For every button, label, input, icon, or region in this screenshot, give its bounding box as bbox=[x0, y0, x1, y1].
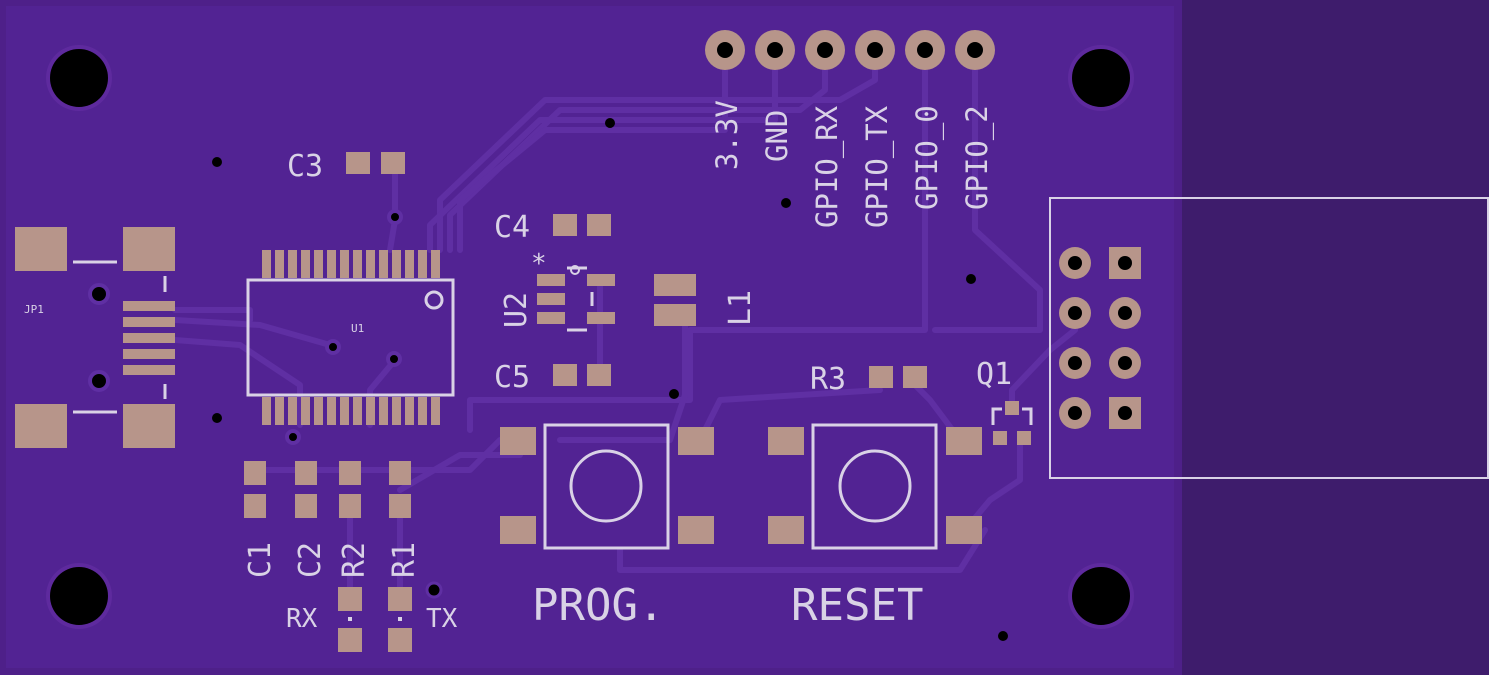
header-pin-labels: 3.3V GND GPIO_RX GPIO_TX GPIO_0 GPIO_2 bbox=[710, 100, 995, 228]
header-pin-label: GPIO_TX bbox=[860, 105, 895, 228]
ground-pour bbox=[6, 6, 1174, 668]
usb-connector-jp1: JP1 bbox=[15, 227, 175, 448]
label-c5: C5 bbox=[494, 360, 530, 395]
label-q1: Q1 bbox=[976, 357, 1012, 392]
label-prog: PROG. bbox=[532, 580, 664, 631]
label-jp1: JP1 bbox=[24, 303, 44, 316]
resistor-r3: R3 bbox=[810, 362, 927, 397]
label-u1: U1 bbox=[351, 322, 364, 335]
label-rx: RX bbox=[286, 604, 318, 634]
inductor-l1: L1 bbox=[654, 274, 758, 326]
transistor-q1: Q1 bbox=[976, 357, 1033, 445]
capacitor-c5: C5 bbox=[494, 360, 611, 395]
label-c4: C4 bbox=[494, 210, 530, 245]
label-reset: RESET bbox=[791, 580, 923, 631]
usb-uart-u1: U1 bbox=[246, 250, 455, 425]
prog-button: PROG. bbox=[500, 423, 714, 631]
header-pin-label: GPIO_RX bbox=[810, 105, 845, 228]
passives-lower-left: C1 C2 R2 R1 bbox=[243, 461, 422, 578]
label-r2: R2 bbox=[337, 542, 372, 578]
capacitor-c4: C4 bbox=[494, 210, 611, 245]
regulator-u2: * U2 bbox=[499, 249, 615, 332]
header-pin-label: 3.3V bbox=[710, 100, 744, 170]
label-r1: R1 bbox=[387, 542, 422, 578]
status-leds: RX TX bbox=[286, 581, 458, 652]
label-r3: R3 bbox=[810, 362, 846, 397]
label-c2: C2 bbox=[293, 542, 328, 578]
esp-socket bbox=[1049, 197, 1489, 479]
label-u2: U2 bbox=[499, 292, 534, 328]
vias bbox=[212, 118, 1008, 641]
header-pin-label: GND bbox=[760, 110, 794, 162]
label-c1: C1 bbox=[243, 542, 278, 578]
capacitor-c3: C3 bbox=[287, 149, 405, 184]
header-pins bbox=[705, 30, 995, 70]
header-pin-label: GPIO_2 bbox=[960, 105, 995, 210]
reset-button: RESET bbox=[768, 423, 982, 631]
u2-pin1-marker: * bbox=[531, 249, 547, 279]
label-l1: L1 bbox=[723, 290, 758, 326]
trace-vias bbox=[88, 209, 403, 445]
mounting-holes bbox=[46, 45, 1134, 629]
label-c3: C3 bbox=[287, 149, 323, 184]
header-pin-label: GPIO_0 bbox=[910, 105, 945, 210]
label-tx: TX bbox=[426, 604, 458, 634]
